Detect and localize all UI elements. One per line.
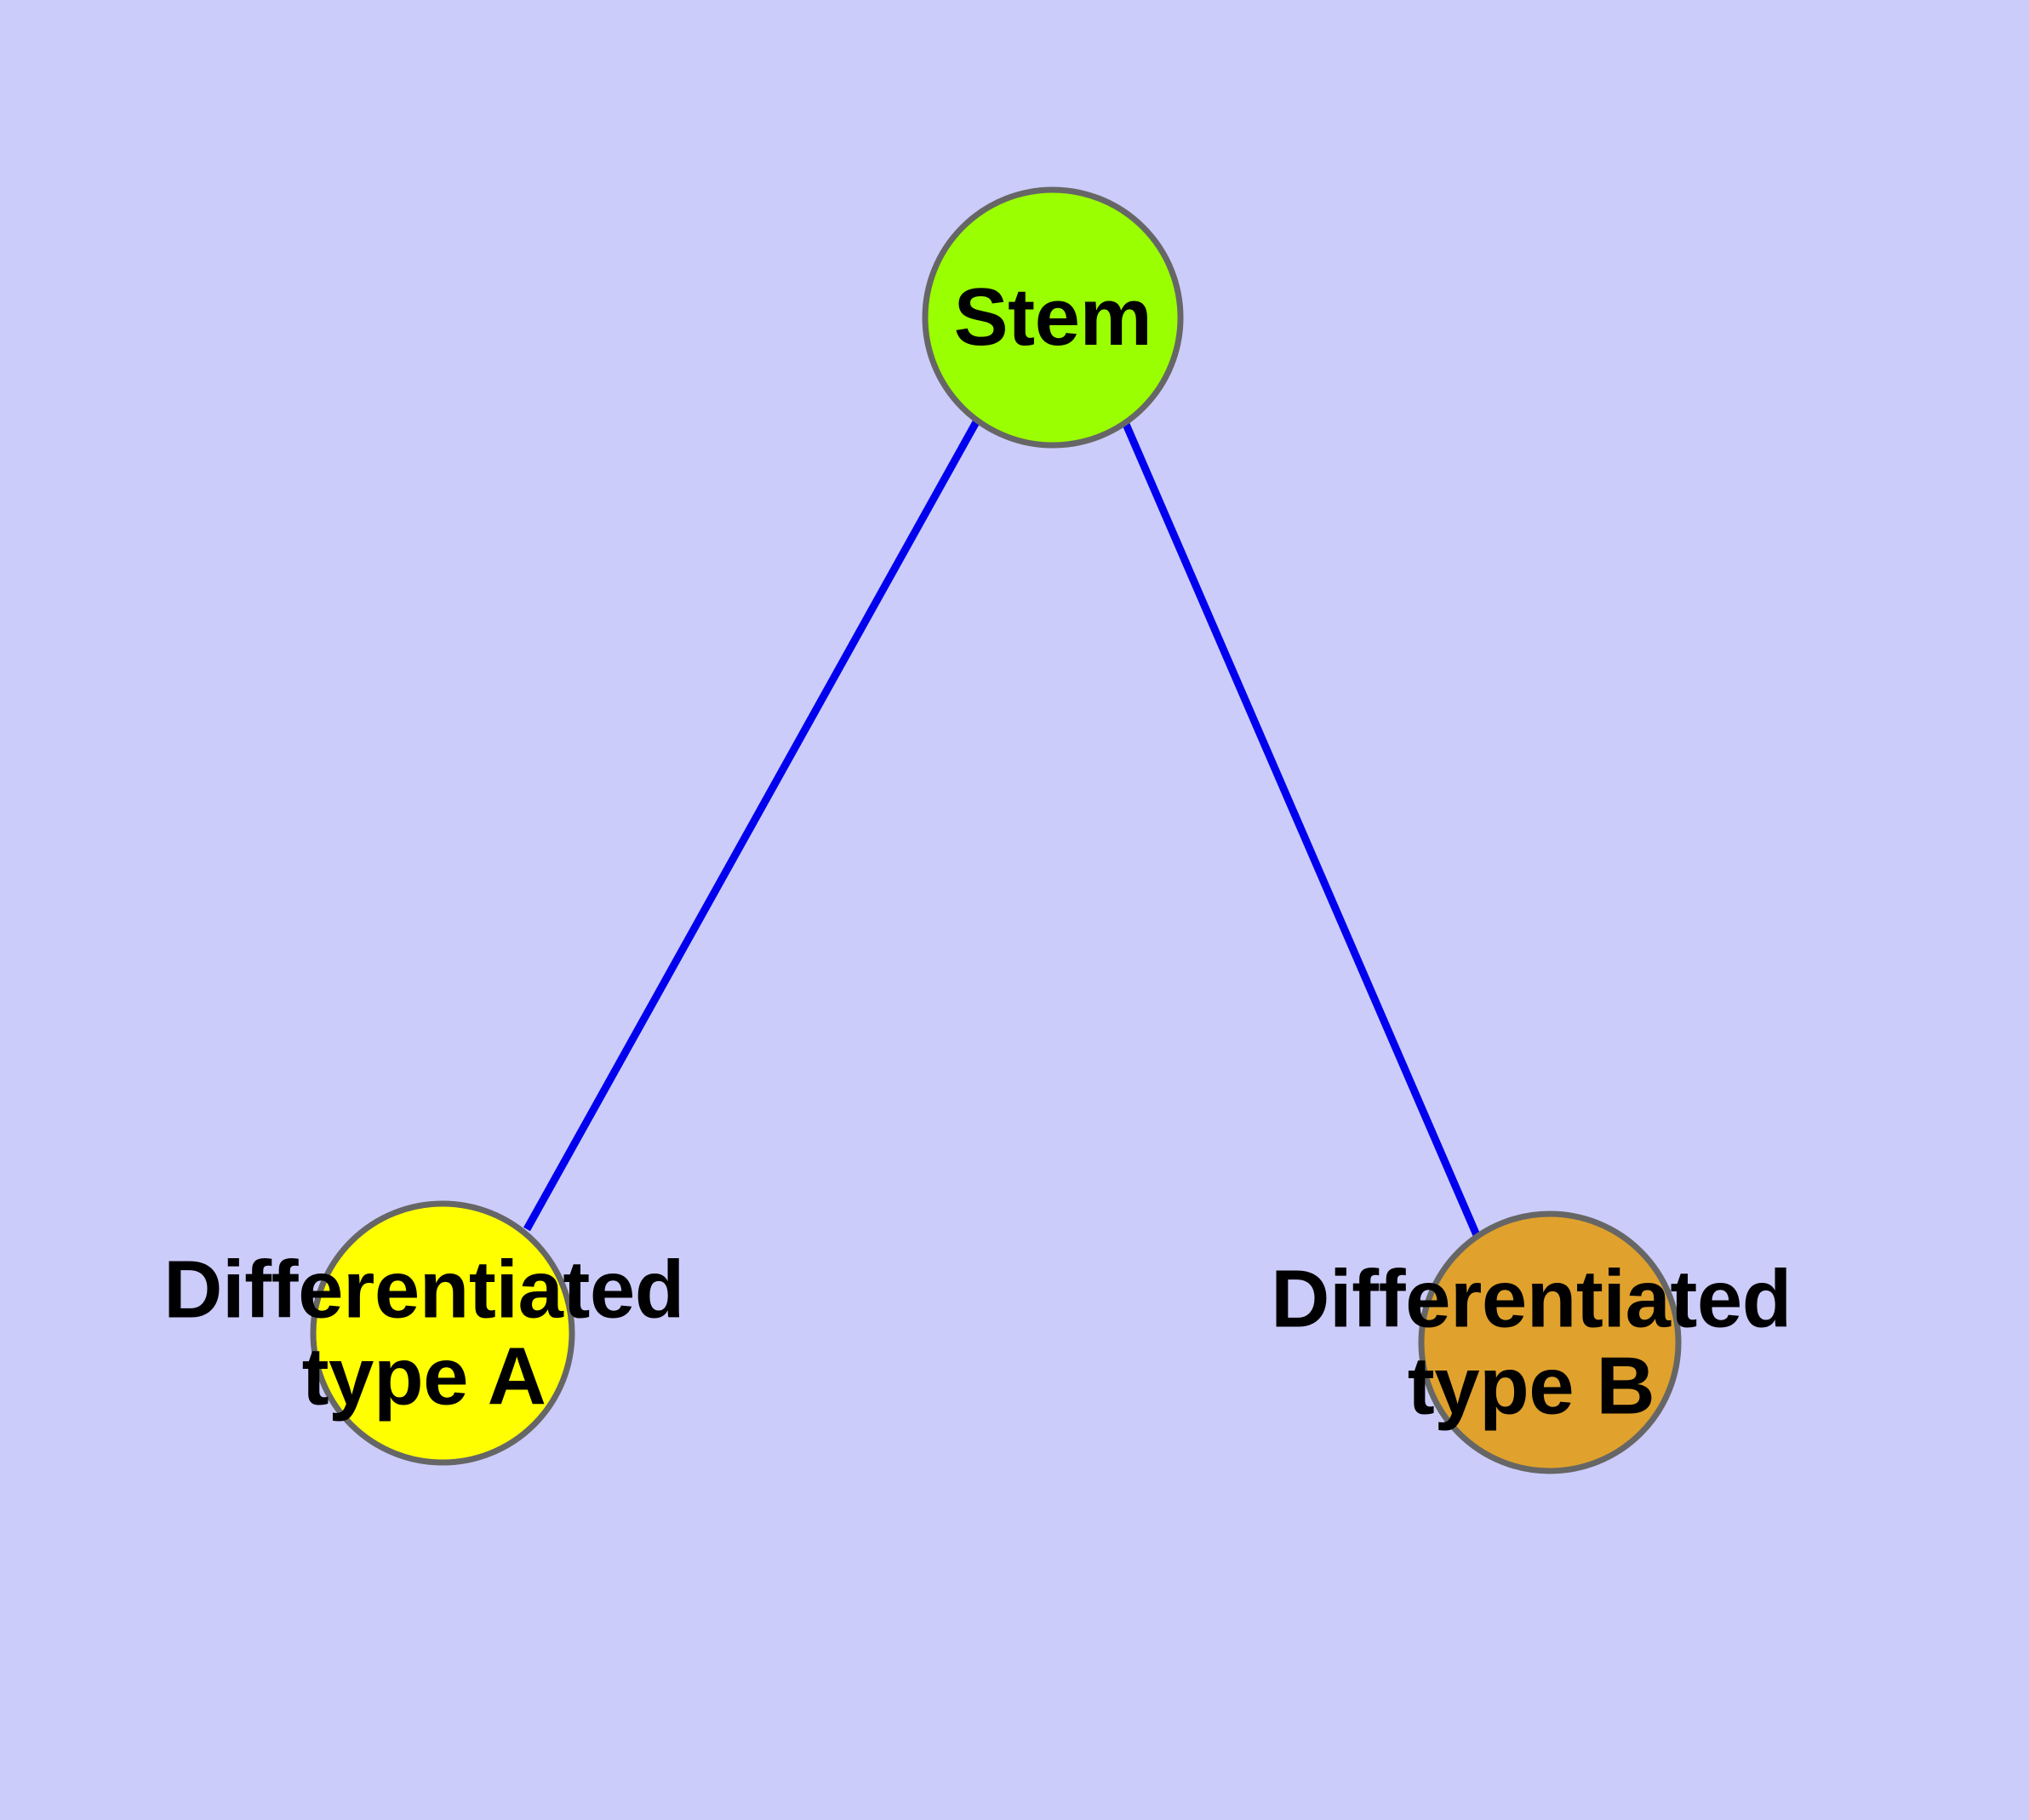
edge-stem-to-diff-b[interactable] — [1121, 421, 1481, 1237]
node-diff-b[interactable] — [1418, 1210, 1682, 1474]
edge-stem-to-diff-a[interactable] — [523, 418, 980, 1232]
node-stem[interactable] — [922, 186, 1184, 449]
node-diff-a[interactable] — [310, 1200, 575, 1466]
node-layer — [310, 186, 1682, 1474]
edge-layer — [523, 418, 1481, 1237]
